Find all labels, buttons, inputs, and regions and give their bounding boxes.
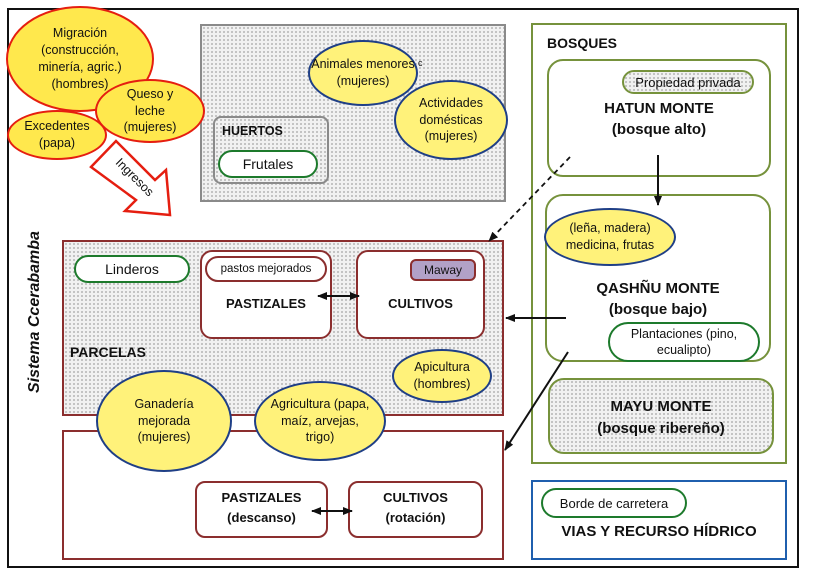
lower-pastizales-box [195, 481, 328, 538]
plantaciones-pill: Plantaciones (pino, ecualipto) [608, 322, 760, 362]
maway-pill: Maway [410, 259, 476, 281]
borde-pill: Borde de carretera [541, 488, 687, 518]
pastos-pill: pastos mejorados [205, 256, 327, 282]
bosques-frame [531, 23, 787, 464]
mayu-title: MAYU MONTE [610, 398, 712, 415]
pastizales-label: PASTIZALES [226, 296, 306, 311]
qashnu-title: QASHÑU MONTE [596, 280, 720, 297]
lower-cultivos-sub: (rotación) [385, 510, 446, 525]
vias-title: VIAS Y RECURSO HÍDRICO [561, 523, 757, 540]
mayu-monte-box [548, 378, 774, 454]
actividades-ellipse: Actividades domésticas (mujeres) [394, 80, 508, 160]
mayu-sub: (bosque ribereño) [597, 420, 725, 437]
animales-ellipse: Animales menores (mujeres) [308, 40, 418, 106]
agricultura-ellipse: Agricultura (papa, maíz, arvejas, trigo) [254, 381, 386, 461]
queso-ellipse: Queso y leche (mujeres) [95, 79, 205, 143]
lower-cultivos-title: CULTIVOS [383, 490, 448, 505]
bosques-title: BOSQUES [547, 35, 618, 51]
propiedad-pill: Propiedad privada [622, 70, 754, 94]
lena-ellipse: (leña, madera) medicina, frutas [544, 208, 676, 266]
cultivos-label: CULTIVOS [388, 296, 453, 311]
excedentes-ellipse: Excedentes (papa) [7, 110, 107, 160]
lower-pastizales-title: PASTIZALES [221, 490, 302, 505]
frutales-pill: Frutales [218, 150, 318, 178]
huertos-title: HUERTOS [222, 124, 283, 138]
hatun-sub: (bosque alto) [611, 121, 707, 138]
lower-pastizales-sub: (descanso) [227, 510, 296, 525]
qashnu-sub: (bosque bajo) [608, 301, 708, 318]
parcelas-title: PARCELAS [70, 344, 146, 360]
system-label: Sistema Ccerabamba [26, 231, 43, 393]
apicultura-ellipse: Apicultura (hombres) [392, 349, 492, 403]
hatun-title: HATUN MONTE [604, 100, 714, 117]
ganaderia-ellipse: Ganadería mejorada (mujeres) [96, 370, 232, 472]
linderos-pill: Linderos [74, 255, 190, 283]
